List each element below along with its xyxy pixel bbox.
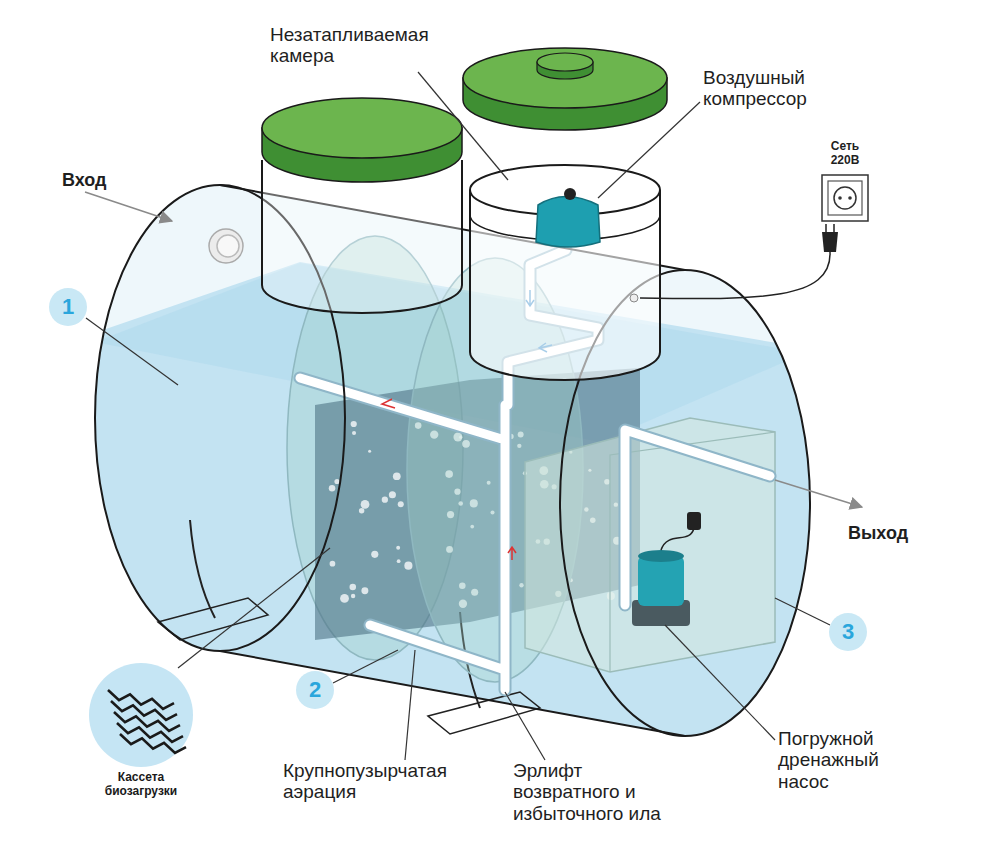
callout-circle: 3 — [829, 613, 867, 651]
inlet-pipe — [209, 229, 243, 263]
air-bubble — [330, 561, 336, 567]
socket-hole — [848, 196, 852, 200]
air-bubble — [397, 559, 401, 563]
inflow-arrow — [85, 192, 172, 221]
air-bubble — [398, 501, 404, 507]
air-bubble — [352, 431, 356, 435]
callout-circle: 1 — [49, 288, 87, 326]
air-bubble — [404, 562, 412, 570]
callout-disc — [49, 288, 87, 326]
node-shape — [86, 660, 196, 770]
air-bubble — [340, 594, 349, 603]
air-bubble — [329, 485, 336, 492]
leader-line — [178, 548, 330, 668]
pump-body — [638, 556, 684, 606]
leader-line — [86, 318, 178, 385]
leader-line — [505, 692, 545, 760]
callout-number: 3 — [829, 620, 867, 644]
callout-circle: 2 — [296, 671, 334, 709]
leader-line — [598, 102, 700, 198]
part-name: Воздушный компрессор — [703, 67, 843, 110]
pump-top — [638, 550, 684, 562]
callout-disc — [829, 613, 867, 651]
pump-cord — [661, 528, 694, 550]
air-bubble — [382, 497, 388, 503]
outlet-label: Выход — [848, 523, 948, 543]
air-bubble — [361, 500, 370, 509]
part-name: Крупнопузырчатая аэрация — [283, 760, 473, 803]
air-bubble — [389, 491, 396, 498]
air-bubble — [359, 508, 364, 513]
inlet-pipe — [217, 235, 239, 257]
callout-number: 1 — [49, 295, 87, 319]
air-compressor — [536, 197, 600, 248]
cassette-disc — [89, 663, 193, 767]
power-socket — [828, 181, 862, 215]
tank-leg — [190, 520, 215, 618]
flow-arrow — [508, 547, 516, 560]
air-bubble — [351, 421, 357, 427]
power-cable — [640, 252, 830, 299]
inlet-label: Вход — [62, 170, 152, 190]
power-plug — [822, 232, 838, 252]
part-name: Эрлифт возвратного и избыточного ила — [513, 760, 693, 824]
chamber-lid — [463, 48, 667, 108]
part-name: Незатапливаемая камера — [270, 24, 450, 67]
power-plug — [826, 224, 834, 232]
cable-gland — [630, 294, 638, 302]
socket-hole — [838, 196, 842, 200]
leader-line — [775, 598, 830, 625]
lid-knob — [537, 53, 593, 71]
pump-float — [687, 512, 701, 530]
air-bubble — [368, 450, 371, 453]
manhole-lid — [262, 98, 462, 158]
air-bubble — [396, 546, 400, 550]
outflow-arrow — [775, 480, 862, 507]
leader-line — [333, 650, 398, 683]
part-name: Кассета биозагрузки — [86, 770, 196, 799]
callout-number: 2 — [296, 678, 334, 702]
tank-leg — [158, 598, 268, 640]
air-bubble — [361, 587, 368, 594]
compressor-vent — [564, 188, 576, 200]
power-socket — [822, 175, 868, 221]
air-bubble — [351, 594, 355, 598]
leader-line — [418, 72, 508, 180]
manhole-neck — [262, 160, 462, 313]
biomedia-mesh — [120, 734, 186, 753]
flow-arrow — [382, 399, 395, 408]
part-name: Погружной дренажный насос — [778, 728, 898, 792]
air-bubble — [350, 584, 357, 591]
callout-disc — [296, 671, 334, 709]
leader-line — [665, 625, 775, 740]
dry-chamber — [470, 190, 660, 380]
air-bubble — [334, 479, 339, 484]
air-bubble — [393, 472, 401, 480]
power-label: Сеть 220В — [822, 140, 868, 167]
biocassette-callout: Кассета биозагрузки — [86, 660, 196, 800]
air-bubble — [371, 551, 378, 558]
power-socket — [834, 187, 856, 209]
leader-line — [405, 650, 415, 760]
